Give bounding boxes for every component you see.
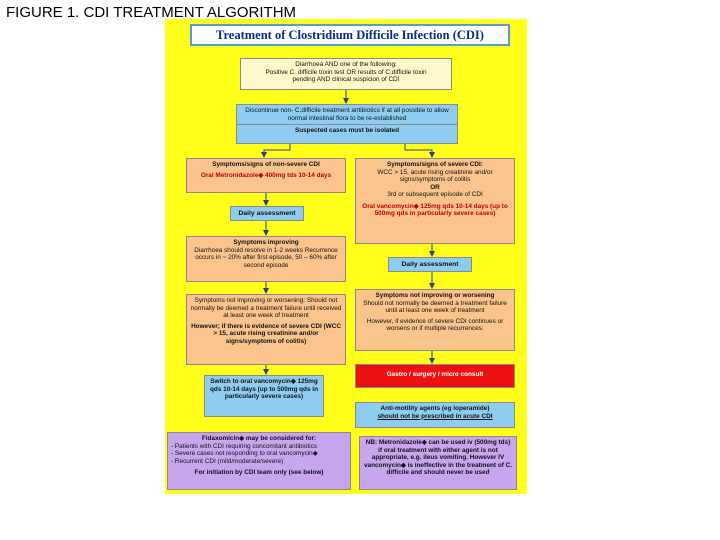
fidaxomicin-heading: Fidaxomicin◆ may be considered for: <box>201 435 317 442</box>
fidaxomicin-item-3: - Recurrent CDI (mild/moderate/severe) <box>171 457 284 465</box>
entry-line-2: Positive C. difficile toxin test OR resu… <box>265 68 427 76</box>
not-improving-right-box: Symptoms not improving or worsening Shou… <box>355 289 515 351</box>
entry-line-1: Diarrhoea AND one of the following: <box>295 61 397 68</box>
figure-title: FIGURE 1. CDI TREATMENT ALGORITHM <box>6 4 297 21</box>
not-improving-right-text-2: However, if evidence of severe CDI conti… <box>366 317 504 333</box>
severe-heading: Symptoms/signs of severe CDI: <box>387 161 483 168</box>
nb-text: NB: Metronidazole◆ can be used iv (500mg… <box>363 439 513 477</box>
metronidazole-treatment: Oral Metronidazole◆ 400mg tds 10-14 days <box>200 171 332 179</box>
not-improving-right-text: Should not normally be deemed a treatmen… <box>363 299 507 315</box>
fidaxomicin-box: Fidaxomicin◆ may be considered for: - Pa… <box>167 432 351 490</box>
poster-title-box: Treatment of Clostridium Difficile Infec… <box>190 24 510 46</box>
daily-assessment-left: Daily assessment <box>230 206 304 221</box>
daily-assessment-right: Daily assessment <box>388 257 472 272</box>
antimotility-warning: should not be prescribed in acute CDI <box>377 412 493 420</box>
not-improving-left-text: Symptoms not improving or worsening: Sho… <box>190 297 342 320</box>
improving-box: Symptoms improving Diarrhoea should reso… <box>186 236 346 282</box>
severe-line-3: 3rd or subsequent episode of CDI <box>387 191 483 199</box>
poster-title: Treatment of Clostridium Difficile Infec… <box>216 28 484 42</box>
not-improving-right-heading: Symptoms not improving or worsening <box>375 292 495 299</box>
severe-line-2: signs/symptoms of colitis <box>399 176 471 184</box>
switch-vancomycin-box: Switch to oral vancomycin◆ 125mg qds 10-… <box>204 375 324 417</box>
consult-box: Gastro / surgery / micro consult <box>355 364 515 388</box>
severe-box: Symptoms/signs of severe CDI: WCC > 15, … <box>355 158 515 244</box>
discontinue-text: Discontinue non- C.difficile treatment a… <box>245 107 449 122</box>
not-improving-left-box: Symptoms not improving or worsening: Sho… <box>186 294 346 365</box>
discontinue-divider <box>237 124 457 126</box>
switch-vancomycin-text: Switch to oral vancomycin◆ 125mg qds 10-… <box>210 378 318 401</box>
severe-or: OR <box>430 183 440 191</box>
daily-assessment-right-label: Daily assessment <box>401 261 459 268</box>
nb-box: NB: Metronidazole◆ can be used iv (500mg… <box>359 436 517 490</box>
severe-line-1: WCC > 15, acute rising creatinine and/or <box>377 168 493 176</box>
consult-label: Gastro / surgery / micro consult <box>386 371 484 378</box>
fidaxomicin-item-2: - Severe cases not responding to oral va… <box>171 450 318 458</box>
improving-text: Diarrhoea should resolve in 1-2 weeks Re… <box>194 246 338 269</box>
fidaxomicin-footer: For initiation by CDI team only (see bel… <box>194 469 324 477</box>
vancomycin-treatment: Oral vancomycin◆ 125mg qds 10-14 days (u… <box>362 202 508 218</box>
non-severe-box: Symptoms/signs of non-severe CDI Oral Me… <box>186 158 346 193</box>
entry-line-3: pending AND clinical suspicion of CDI <box>292 76 400 84</box>
entry-criteria-box: Diarrhoea AND one of the following: Posi… <box>240 58 452 90</box>
antimotility-box: Anti-motility agents (eg loperamide) sho… <box>355 402 515 428</box>
isolation-text: Suspected cases must be isolated <box>294 127 400 135</box>
improving-heading: Symptoms improving <box>233 239 299 246</box>
daily-assessment-left-label: Daily assessment <box>238 210 296 217</box>
non-severe-heading: Symptoms/signs of non-severe CDI <box>212 161 320 168</box>
antimotility-text: Anti-motility agents (eg loperamide) <box>380 405 490 412</box>
fidaxomicin-item-1: - Patients with CDI requiring concomitan… <box>171 442 317 450</box>
not-improving-left-bold: However; if there is evidence of severe … <box>191 322 341 345</box>
discontinue-box: Discontinue non- C.difficile treatment a… <box>236 104 458 144</box>
